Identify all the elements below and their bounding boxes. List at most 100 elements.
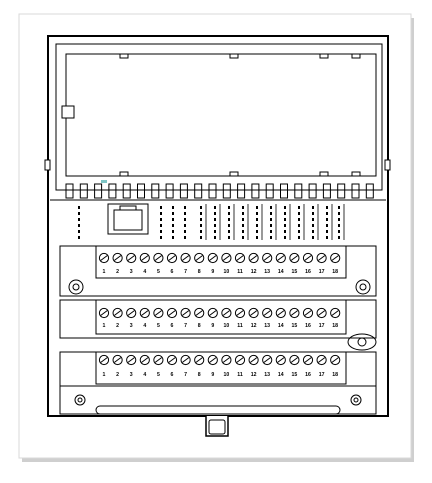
header-pin [228, 236, 230, 239]
plug-3-body [95, 351, 347, 385]
terminal-number: 15 [292, 269, 298, 275]
terminal-number: 15 [292, 323, 298, 329]
header-pin [160, 218, 162, 221]
screw-slot [263, 310, 271, 316]
header-pin [78, 218, 80, 221]
screw-slot [290, 357, 298, 363]
header-pin [160, 230, 162, 233]
terminal-number: 1 [103, 323, 106, 329]
terminal-number: 14 [278, 269, 284, 275]
terminal-number: 7 [184, 323, 187, 329]
comb-tooth [337, 183, 346, 199]
header-pin [242, 224, 244, 227]
terminal-number: 3 [130, 269, 133, 275]
screw-slot [222, 357, 230, 363]
comb-tooth [65, 183, 74, 199]
header-pin [298, 230, 300, 233]
header-pin [326, 206, 328, 209]
screw-slot [154, 357, 162, 363]
header-pin [214, 230, 216, 233]
header-pin [172, 230, 174, 233]
header-pin [284, 206, 286, 209]
screw-slot [154, 255, 162, 261]
terminal-number: 18 [332, 372, 338, 378]
header-pin [326, 212, 328, 215]
comb-tooth [322, 183, 331, 199]
screw-slot [100, 357, 108, 363]
screw-slot [263, 357, 271, 363]
header-pin [242, 206, 244, 209]
terminal-number: 13 [264, 372, 270, 378]
header-pin [172, 212, 174, 215]
screw-slot [209, 255, 217, 261]
comb-tooth [122, 183, 131, 199]
screw-slot [331, 310, 339, 316]
screw-slot [195, 357, 203, 363]
header-pin [214, 206, 216, 209]
header-pin [270, 206, 272, 209]
header-pin [214, 212, 216, 215]
cover-indicator [101, 180, 107, 183]
header-pin [256, 236, 258, 239]
terminal-number: 3 [130, 372, 133, 378]
comb-tooth [294, 183, 303, 199]
terminal-number: 10 [224, 372, 230, 378]
header-pin [284, 236, 286, 239]
comb-tooth [251, 183, 260, 199]
header-pin [298, 236, 300, 239]
header-pin [298, 224, 300, 227]
header-pin [256, 230, 258, 233]
screw-slot [290, 255, 298, 261]
header-pin [242, 218, 244, 221]
header-pin [242, 230, 244, 233]
terminal-number: 10 [224, 323, 230, 329]
screw-slot [141, 255, 149, 261]
header-pin [78, 230, 80, 233]
header-pin [184, 206, 186, 209]
comb-tooth [308, 183, 317, 199]
release-tab [205, 416, 229, 437]
terminal-number: 5 [157, 269, 160, 275]
screw-slot [250, 255, 258, 261]
screw-slot [195, 310, 203, 316]
terminal-number: 16 [305, 372, 311, 378]
screw-slot [318, 357, 326, 363]
din-rail-slot [95, 405, 341, 415]
terminal-number: 6 [171, 269, 174, 275]
terminal-number: 15 [292, 372, 298, 378]
header-pin [200, 206, 202, 209]
terminal-number: 4 [143, 269, 146, 275]
screw-slot [182, 357, 190, 363]
comb-tooth [179, 183, 188, 199]
terminal-number: 10 [224, 269, 230, 275]
screw-slot [277, 357, 285, 363]
screw-slot [318, 255, 326, 261]
cover-top-tabs [119, 54, 361, 59]
header-pin [172, 224, 174, 227]
terminal-number: 9 [211, 323, 214, 329]
comb-tooth [194, 183, 203, 199]
header-pin [338, 230, 340, 233]
rj45-socket [113, 209, 143, 231]
terminal-number: 2 [116, 323, 119, 329]
header-pin [172, 236, 174, 239]
header-pin [270, 230, 272, 233]
terminal-number: 4 [143, 372, 146, 378]
screw-slot [277, 255, 285, 261]
header-pin [326, 218, 328, 221]
screw-slot [182, 255, 190, 261]
header-pin [338, 224, 340, 227]
pin-header-area [78, 204, 345, 240]
screw-slot [127, 310, 135, 316]
terminal-number: 16 [305, 269, 311, 275]
header-pin [298, 218, 300, 221]
header-pin [184, 218, 186, 221]
header-pin [284, 212, 286, 215]
screw-slot [331, 357, 339, 363]
terminal-number: 6 [171, 323, 174, 329]
comb-tooth [222, 183, 231, 199]
header-pin [256, 224, 258, 227]
